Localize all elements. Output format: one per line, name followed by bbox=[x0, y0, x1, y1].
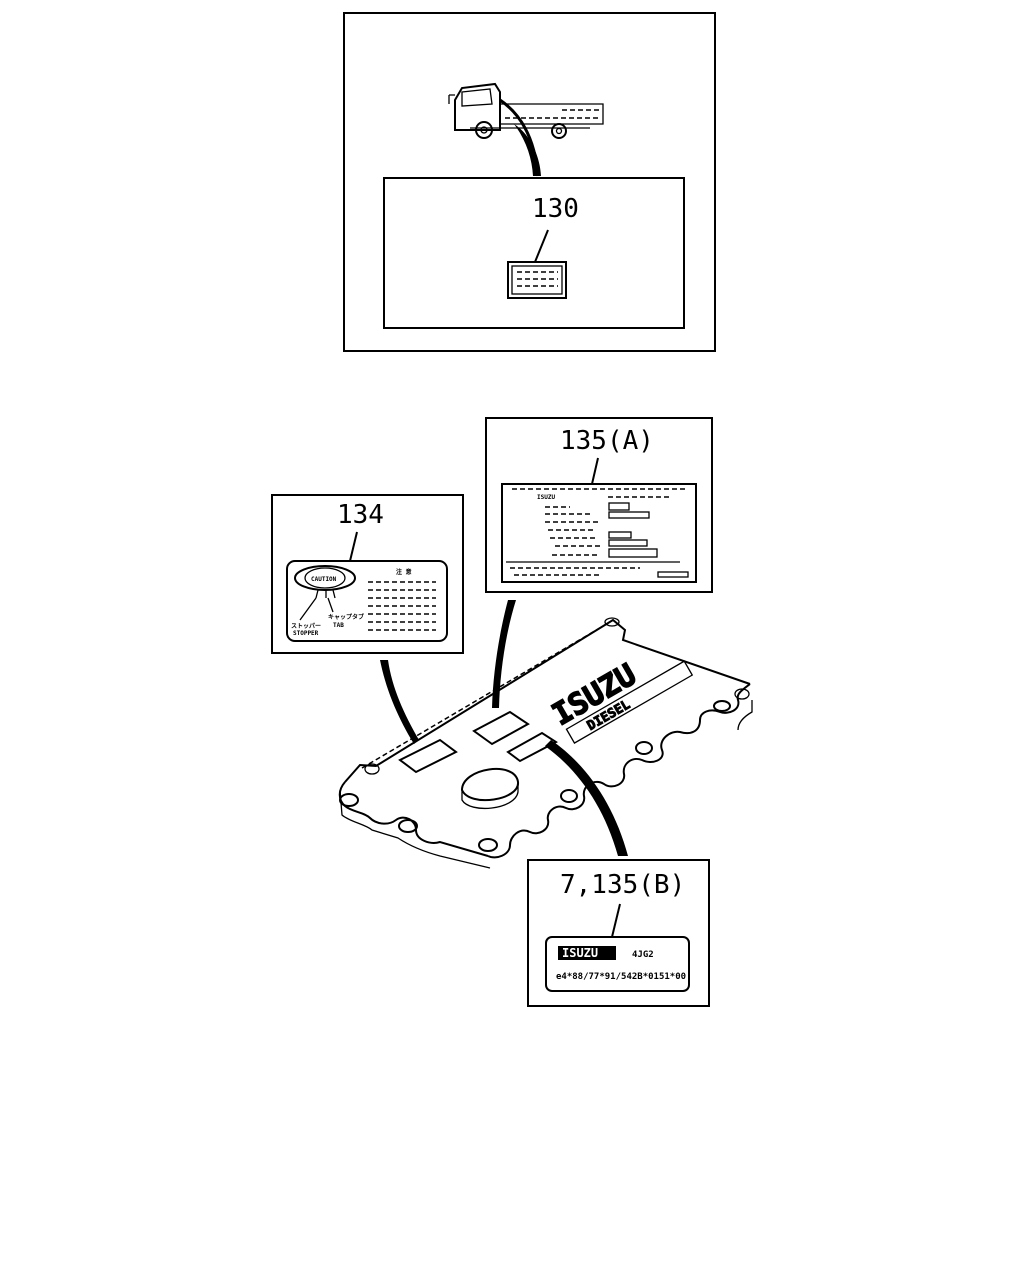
label-130-icon bbox=[507, 261, 567, 299]
label-135a-brand: ISUZU bbox=[537, 494, 555, 501]
truck-icon bbox=[448, 82, 604, 139]
radiator-cap-icon: CAUTION bbox=[294, 565, 356, 599]
label-134-panel: 134 CAUTION ストッパー STOPPER キャップタブ TAB 注 意 bbox=[271, 494, 464, 654]
stopper-jp-label: ストッパー bbox=[291, 622, 321, 630]
stopper-en-label: STOPPER bbox=[293, 630, 319, 637]
engine-cover: ISUZU DIESEL bbox=[338, 617, 753, 869]
callout-7135b: 7,135(B) bbox=[560, 870, 685, 900]
label-135a-panel: 135(A) ISUZU bbox=[485, 417, 713, 593]
label-7135b-model: 4JG2 bbox=[632, 950, 654, 960]
label-7135b-approval: e4*88/77*91/542B*0151*00 bbox=[556, 972, 686, 982]
tab-jp-label: キャップタブ bbox=[328, 613, 364, 621]
engine-cover-logo: ISUZU DIESEL bbox=[546, 657, 694, 744]
callout-130: 130 bbox=[532, 194, 579, 224]
tab-en-label: TAB bbox=[333, 622, 344, 629]
label-7135b-panel: 7,135(B) ISUZU 4JG2 e4*88/77*91/542B*015… bbox=[527, 859, 710, 1007]
label-134-header-mark: 注 意 bbox=[396, 568, 412, 576]
oil-filler-cap-icon bbox=[460, 767, 520, 810]
truck-panel: 130 bbox=[343, 12, 716, 352]
label-plate-135a bbox=[472, 710, 530, 746]
label-plate-134 bbox=[398, 738, 458, 774]
callout-134: 134 bbox=[337, 500, 384, 530]
callout-135a: 135(A) bbox=[560, 426, 654, 456]
label-plate-7135b bbox=[506, 731, 558, 763]
label-7135b-brand: ISUZU bbox=[562, 946, 598, 960]
cap-caution-text: CAUTION bbox=[311, 576, 337, 583]
